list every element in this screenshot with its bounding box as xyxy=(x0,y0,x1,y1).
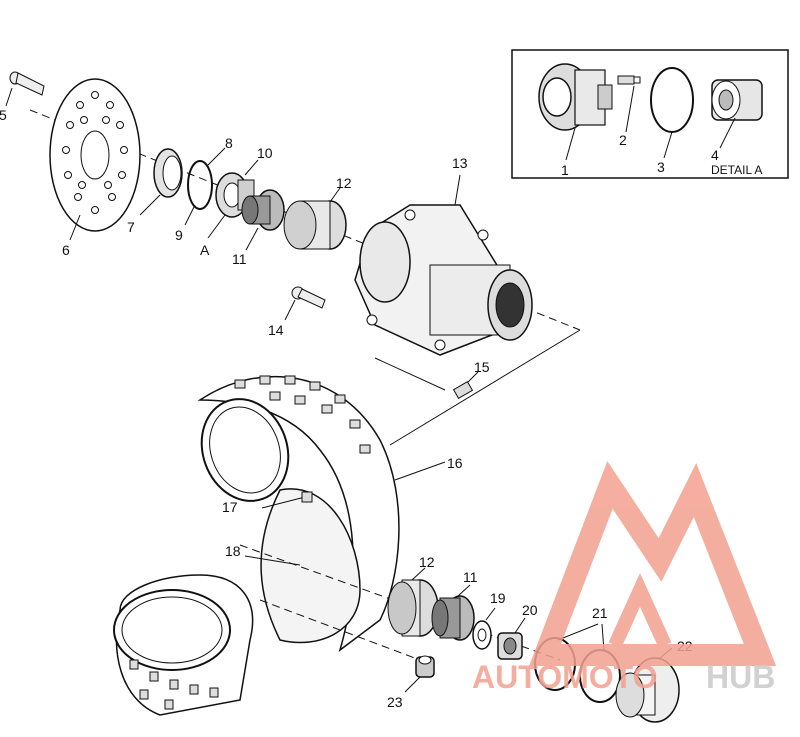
detail-part-nut xyxy=(711,79,763,121)
callout-10: 10 xyxy=(257,145,273,161)
callout-13: 13 xyxy=(452,155,468,171)
detail-a-label: DETAIL A xyxy=(711,163,762,177)
callout-4: 4 xyxy=(711,147,719,163)
seal-ring xyxy=(153,148,183,198)
wheel-tire xyxy=(113,375,400,716)
wheel-hub xyxy=(354,204,533,356)
axle-nut xyxy=(497,632,523,660)
callout-8: 8 xyxy=(225,135,233,151)
watermark-triangle-logo-icon xyxy=(529,461,777,666)
detail-a-panel: 1 2 3 4 DETAIL A xyxy=(511,49,789,179)
callout-1: 1 xyxy=(561,162,569,178)
watermark-brand-part2: HUB xyxy=(706,659,775,695)
callout-11b: 11 xyxy=(463,569,478,585)
bearing-race-lower xyxy=(387,579,439,637)
callout-21: 21 xyxy=(592,605,608,621)
callout-19: 19 xyxy=(490,590,506,606)
watermark-brand-part1: AUTOMOTO xyxy=(472,659,657,695)
callout-2: 2 xyxy=(619,132,627,148)
callout-16: 16 xyxy=(447,455,463,471)
spacer-ring xyxy=(187,160,213,210)
lug-nut xyxy=(415,655,435,678)
callout-9: 9 xyxy=(175,227,183,243)
brake-disc-bolt xyxy=(9,71,45,96)
washer xyxy=(472,620,492,650)
callout-23: 23 xyxy=(387,694,403,710)
hub-bolt xyxy=(291,286,326,309)
automotohub-watermark: AUTOMOTO HUB xyxy=(472,461,777,695)
callout-12: 12 xyxy=(336,175,352,191)
callout-3: 3 xyxy=(657,159,665,175)
tire-valve xyxy=(301,491,313,503)
callout-7: 7 xyxy=(127,219,135,235)
detail-part-o-ring xyxy=(650,67,694,133)
hub-cap xyxy=(615,657,680,723)
callout-18: 18 xyxy=(225,543,241,559)
roller-bearing-upper xyxy=(241,189,285,231)
callout-a: A xyxy=(200,242,210,258)
callout-11: 11 xyxy=(232,251,247,267)
callout-14: 14 xyxy=(268,322,284,338)
grease-fitting xyxy=(452,380,474,400)
roller-bearing-lower xyxy=(431,595,475,641)
callout-12b: 12 xyxy=(419,554,435,570)
callout-17: 17 xyxy=(222,499,238,515)
brake-disc xyxy=(49,78,141,232)
callout-15: 15 xyxy=(474,359,490,375)
detail-part-pin xyxy=(617,75,641,85)
callout-20: 20 xyxy=(522,602,538,618)
bearing-race-upper xyxy=(283,200,347,250)
detail-part-hub-clutch xyxy=(538,63,613,131)
callout-6: 6 xyxy=(62,242,70,258)
callout-5: 5 xyxy=(0,107,7,123)
